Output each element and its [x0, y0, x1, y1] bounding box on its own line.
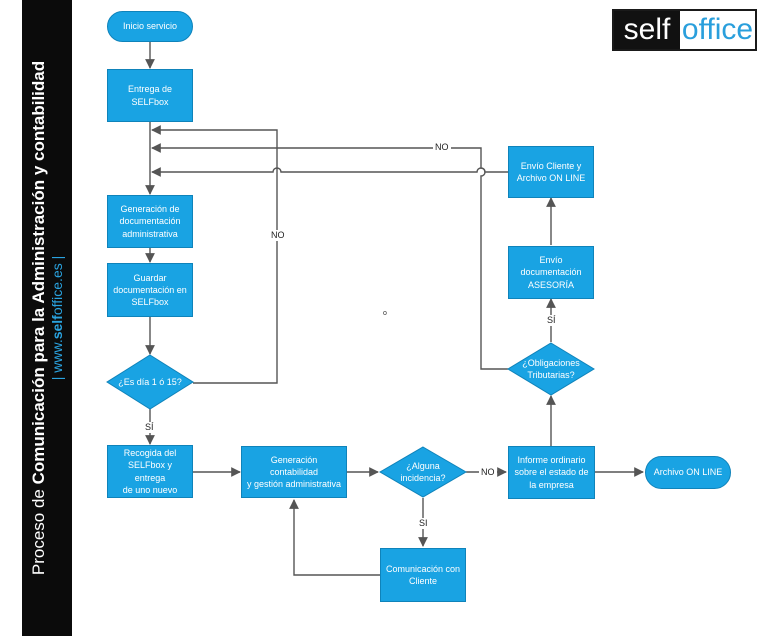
node-comunicacion-cliente: Comunicación con Cliente	[380, 548, 466, 602]
decision-es-dia	[106, 354, 194, 410]
decision-incidencia	[379, 446, 467, 498]
sidebar-text-group: Proceso de Comunicación para la Administ…	[27, 0, 67, 636]
node-entrega-selfbox: Entrega de SELFbox	[107, 69, 193, 122]
sidebar-title: Proceso de Comunicación para la Administ…	[28, 61, 49, 575]
node-recogida-selfbox: Recogida del SELFbox y entrega de uno nu…	[107, 445, 193, 498]
sidebar-banner: Proceso de Comunicación para la Administ…	[22, 0, 72, 636]
label-no-top: NO	[433, 142, 451, 153]
logo-office: office	[681, 13, 754, 46]
node-envio-cliente: Envío Cliente y Archivo ON LINE	[508, 146, 594, 198]
sidebar-url[interactable]: | www.selfoffice.es |	[49, 256, 67, 381]
connector-esdia-no-loop	[151, 125, 278, 384]
decision-obligaciones-label: ¿Obligaciones Tributarias?	[522, 357, 580, 380]
connector-cliente-loop	[151, 167, 508, 177]
node-informe-ordinario: Informe ordinario sobre el estado de la …	[508, 446, 595, 499]
sidebar-title-prefix: Proceso de	[28, 484, 48, 576]
node-guardar-documentacion: Guardar documentación en SELFbox	[107, 263, 193, 317]
label-si-es-dia: SÍ	[143, 422, 156, 433]
sidebar-url-prefix: | www.	[48, 339, 65, 381]
node-generacion-contabilidad: Generación contabilidad y gestión admini…	[241, 446, 347, 498]
decision-es-dia-label: ¿Es día 1 ó 15?	[118, 376, 182, 387]
node-inicio-servicio: Inicio servicio	[107, 11, 193, 42]
node-envio-asesoria: Envío documentación ASESORÍA	[508, 246, 594, 299]
sidebar-url-bold: self	[48, 315, 65, 340]
decision-incidencia-label: ¿Alguna incidencia?	[400, 460, 446, 483]
label-si-obligaciones: SÍ	[545, 315, 558, 326]
logo-self: self	[614, 11, 680, 49]
connector-obligaciones-no-loop	[151, 143, 508, 370]
node-generacion-documentacion: Generación de documentación administrati…	[107, 195, 193, 248]
label-no-incidencia: NO	[479, 467, 497, 478]
label-no-left: NO	[269, 230, 287, 241]
sidebar-url-suffix: office.es |	[48, 255, 65, 316]
label-si-incidencia: SI	[417, 518, 430, 529]
connector-comunicacion-contabilidad	[289, 499, 380, 576]
stray-dot: o	[383, 310, 387, 317]
sidebar-title-bold: Comunicación para la Administración y co…	[28, 60, 48, 485]
node-archivo-online: Archivo ON LINE	[645, 456, 731, 489]
selfoffice-logo: self office	[612, 9, 757, 51]
decision-obligaciones	[507, 342, 595, 396]
